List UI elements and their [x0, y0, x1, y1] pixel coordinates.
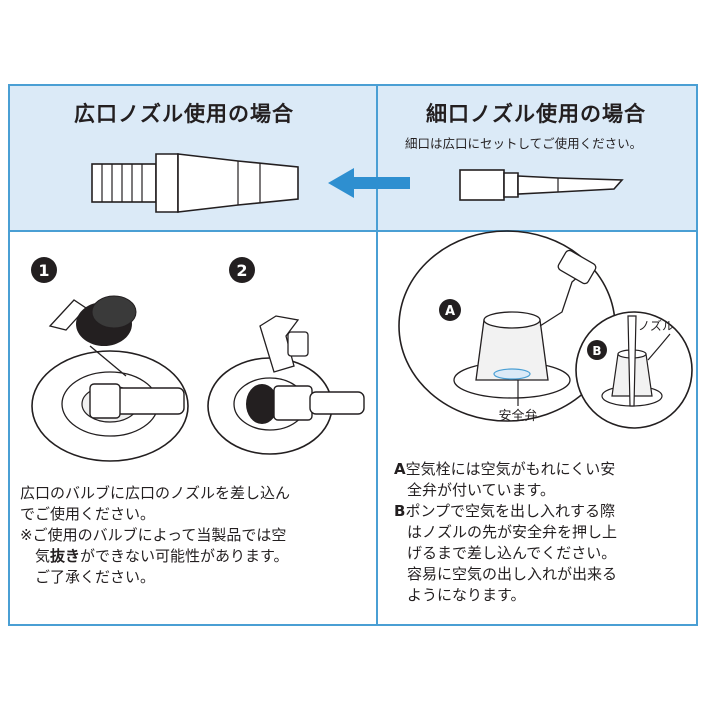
- label-a: A: [445, 304, 455, 319]
- note-a-line-1: A空気栓には空気がもれにくい安: [394, 460, 616, 478]
- instruction-line-2: でご使用ください。: [20, 505, 156, 523]
- narrow-nozzle-icon: [459, 169, 624, 201]
- label-b: B: [592, 344, 601, 358]
- arrow-left-icon: [328, 168, 410, 198]
- safety-valve-label: 安全弁: [498, 408, 537, 424]
- safety-valve-diagram-icon: A 安全弁 B ノズル: [398, 230, 693, 429]
- valve-inserted-icon: [246, 315, 365, 424]
- narrow-nozzle-instructions: A空気栓には空気がもれにくい安 全弁が付いています。 Bポンプで空気を出し入れす…: [394, 459, 617, 606]
- right-header: [378, 86, 696, 230]
- narrow-nozzle-subtitle: 細口は広口にセットしてご使用ください。: [405, 136, 643, 151]
- note-a-line-2: 全弁が付いています。: [407, 481, 556, 499]
- wide-nozzle-title: 広口ノズル使用の場合: [74, 102, 294, 126]
- note-b-line-4: 容易に空気の出し入れが出来る: [407, 565, 618, 583]
- step2-number: 2: [236, 261, 247, 280]
- note-b-line-1: Bポンプで空気を出し入れする際: [394, 502, 615, 520]
- note-b-line-3: げるまで差し込んでください。: [407, 544, 617, 562]
- column-divider: [376, 86, 378, 624]
- note-b-line-2: はノズルの先が安全弁を押し上: [407, 523, 618, 541]
- wide-nozzle-instructions: 広口のバルブに広口のノズルを差し込ん でご使用ください。 ※ご使用のバルブによっ…: [20, 483, 290, 588]
- note-line-1: ※ご使用のバルブによって当製品では空: [20, 526, 287, 544]
- note-line-3: ご了承ください。: [35, 568, 156, 586]
- step2-diagram: 2: [207, 257, 365, 455]
- valve-cap-icon: [48, 295, 137, 377]
- wide-nozzle-icon: [91, 153, 299, 213]
- row-divider: [10, 230, 696, 232]
- instruction-frame: 広口ノズル使用の場合 細口ノズル使用の場合 細口は広口にセットしてご使用ください…: [8, 84, 698, 626]
- step1-diagram: 1: [31, 257, 189, 462]
- note-b-line-5: ようになります。: [407, 586, 526, 604]
- note-line-2: 気抜きができない可能性があります。: [35, 547, 289, 565]
- narrow-nozzle-title: 細口ノズル使用の場合: [426, 102, 646, 126]
- step1-number: 1: [38, 261, 49, 280]
- instruction-line-1: 広口のバルブに広口のノズルを差し込ん: [20, 484, 291, 502]
- nozzle-label: ノズル: [638, 318, 674, 333]
